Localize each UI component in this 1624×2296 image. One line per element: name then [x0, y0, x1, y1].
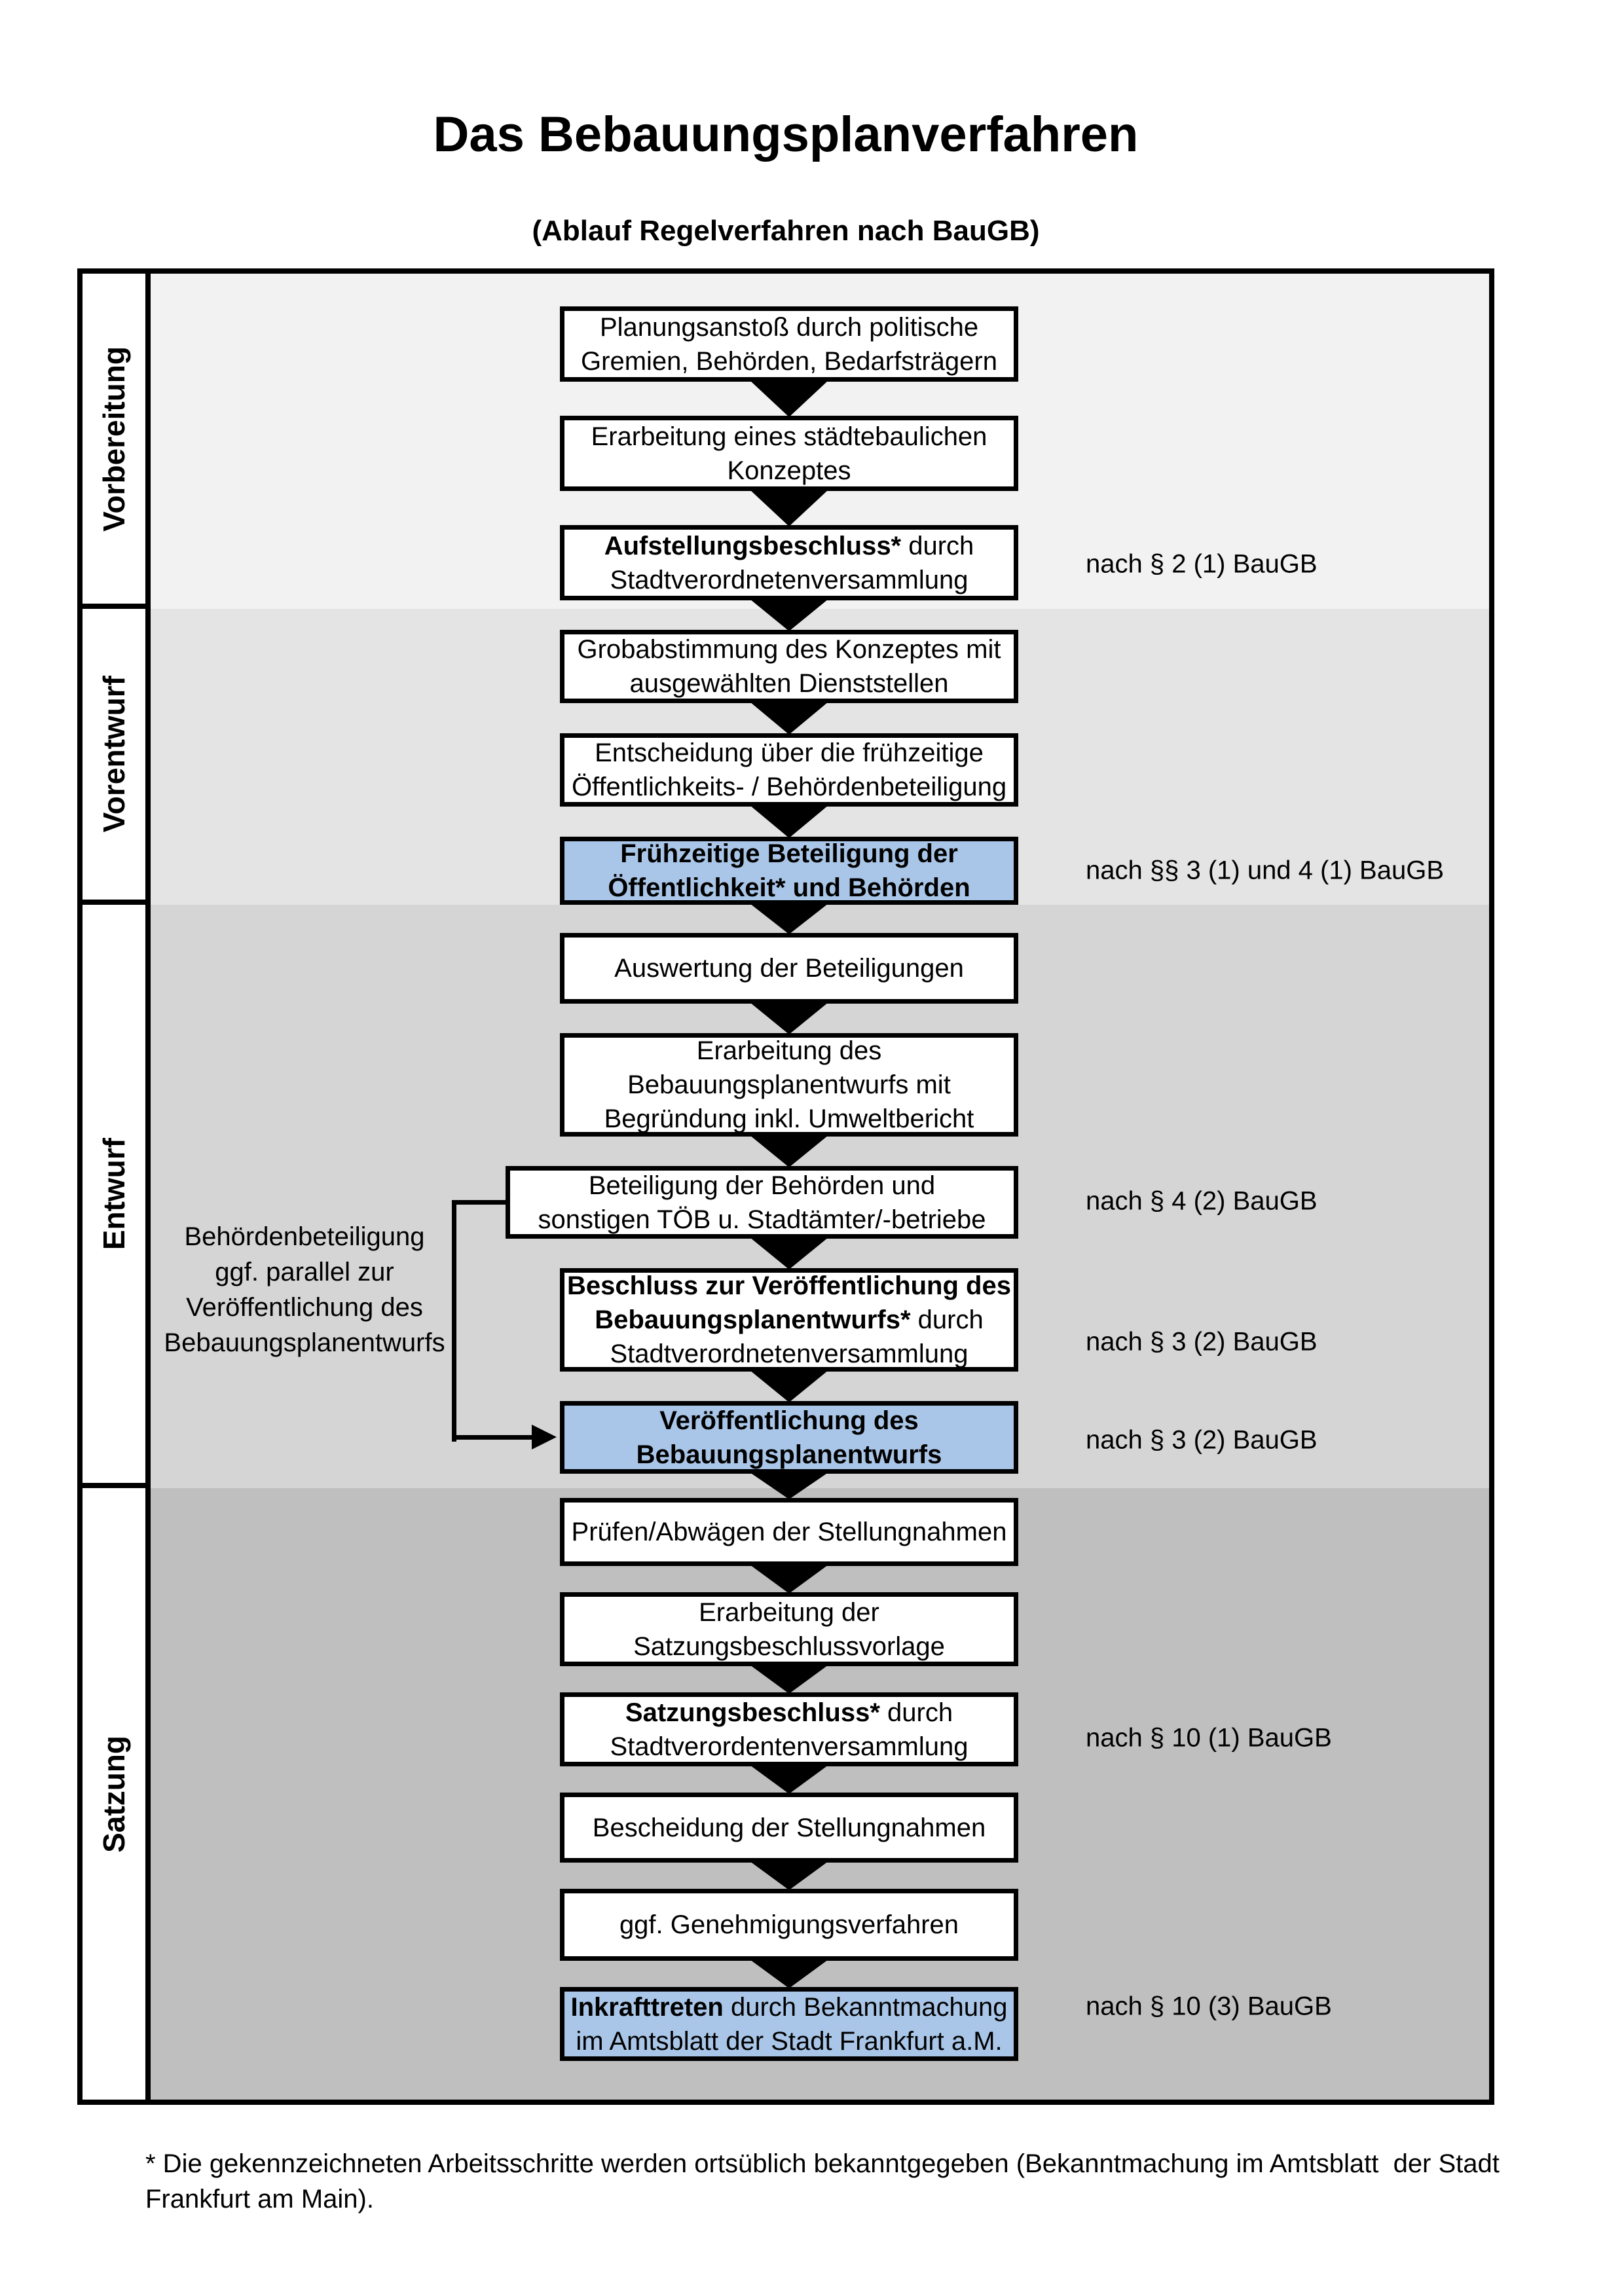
baugb-reference: nach §§ 3 (1) und 4 (1) BauGB	[1086, 856, 1444, 885]
flow-arrow-down-icon	[750, 1002, 828, 1034]
flow-step-text-line: Erarbeitung des	[696, 1036, 882, 1065]
flow-step-text-line: ggf. Genehmigungsverfahren	[619, 1910, 959, 1939]
flow-step-text-line: Stadtverordnetenversammlung	[610, 565, 969, 594]
flow-step-text-line: Veröffentlichung des	[659, 1406, 919, 1435]
baugb-reference: nach § 3 (2) BauGB	[1086, 1425, 1318, 1455]
flow-arrow-down-icon	[750, 1665, 828, 1694]
parallel-connector-top-line	[452, 1200, 507, 1205]
flow-step-15: Bescheidung der Stellungnahmen	[560, 1793, 1018, 1863]
flow-step-4: Grobabstimmung des Konzeptes mit ausgewäh…	[560, 630, 1018, 703]
parallel-procedure-note-line: Bebauungsplanentwurfs	[164, 1328, 445, 1357]
flow-step-text-line: Konzeptes	[727, 456, 851, 485]
flow-arrow-down-icon	[750, 1370, 828, 1402]
flow-arrow-down-icon	[750, 599, 828, 631]
phase-label-text: Satzung	[97, 1735, 131, 1853]
flow-step-text-line: Gremien, Behörden, Bedarfsträgern	[581, 346, 997, 376]
flow-step-text-line: Öffentlichkeit* und Behörden	[608, 873, 970, 902]
phase-label-text: Vorbereitung	[97, 346, 131, 532]
baugb-reference: nach § 10 (1) BauGB	[1086, 1723, 1332, 1753]
flow-arrow-down-icon	[750, 903, 828, 934]
baugb-reference: nach § 2 (1) BauGB	[1086, 549, 1318, 579]
footnote: * Die gekennzeichneten Arbeitsschritte w…	[145, 2149, 1507, 2214]
flow-step-text-line: Beteiligung der Behörden und	[588, 1171, 936, 1200]
flow-step-17: Inkrafttreten durch Bekanntmachung im Amt…	[560, 1987, 1018, 2061]
flow-step-12: Prüfen/Abwägen der Stellungnahmen	[560, 1498, 1018, 1566]
flow-arrow-down-icon	[750, 1565, 828, 1594]
flow-arrow-down-icon	[750, 805, 828, 838]
parallel-procedure-note-line: Veröffentlichung des	[186, 1293, 423, 1322]
flow-step-text-line: Prüfen/Abwägen der Stellungnahmen	[571, 1518, 1007, 1546]
flow-step-16: ggf. Genehmigungsverfahren	[560, 1889, 1018, 1961]
parallel-connector-arrowhead-icon	[532, 1425, 557, 1449]
parallel-procedure-note-line: ggf. parallel zur	[215, 1258, 394, 1286]
flow-step-text-line: Auswertung der Beteiligungen	[614, 954, 964, 983]
flow-step-text-line: Erarbeitung eines städtebaulichen	[591, 422, 987, 451]
flow-step-text-line: Stadtverordnetenversammlung	[610, 1339, 969, 1368]
flow-step-text-line: Bebauungsplanentwurfs	[636, 1440, 942, 1469]
parallel-procedure-note-line: Behördenbeteiligung	[184, 1222, 425, 1251]
flow-step-text-line: Bebauungsplanentwurfs mit	[627, 1070, 951, 1099]
phase-label-text: Entwurf	[97, 1137, 131, 1250]
parallel-connector-vertical-line	[452, 1200, 456, 1442]
phase-label-satzung: Satzung	[83, 1488, 151, 2100]
flow-step-text-line: Planungsanstoß durch politische	[599, 312, 979, 342]
flow-step-9: Beteiligung der Behörden und sonstigen TÖ…	[506, 1166, 1018, 1239]
flow-step-text-line: Satzungsbeschlussvorlage	[633, 1631, 945, 1661]
flow-step-text-line: Inkrafttreten durch Bekanntmachung	[570, 1992, 1008, 2022]
flow-step-text-line: Bebauungsplanentwurfs* durch	[595, 1305, 984, 1334]
flow-step-text-line: Beschluss zur Veröffentlichung des	[567, 1271, 1011, 1300]
baugb-reference: nach § 10 (3) BauGB	[1086, 1992, 1332, 2021]
phase-label-text: Vorentwurf	[97, 676, 131, 833]
flow-arrow-down-icon	[750, 1959, 828, 1988]
flow-step-text-line: sonstigen TÖB u. Stadtämter/-betriebe	[538, 1205, 986, 1234]
diagram-frame	[77, 268, 1494, 2105]
flow-step-text-line: Frühzeitige Beteiligung der	[620, 839, 958, 868]
flow-step-text-line: Bescheidung der Stellungnahmen	[592, 1813, 986, 1842]
flow-arrow-down-icon	[750, 380, 828, 417]
page-title: Das Bebauungsplanverfahren	[433, 107, 1139, 162]
flow-arrow-down-icon	[750, 490, 828, 526]
flow-step-text-line: Satzungsbeschluss* durch	[625, 1698, 953, 1727]
flow-arrow-down-icon	[750, 702, 828, 735]
phase-label-vorbereitung: Vorbereitung	[83, 274, 151, 609]
flow-step-text-line: Erarbeitung der	[699, 1597, 879, 1627]
flow-step-text-line: Öffentlichkeits- / Behördenbeteiligung	[571, 773, 1007, 801]
flow-arrow-down-icon	[750, 1861, 828, 1890]
page-subtitle: (Ablauf Regelverfahren nach BauGB)	[532, 215, 1040, 247]
parallel-connector-bottom-line	[452, 1435, 532, 1440]
flow-step-text-line: im Amtsblatt der Stadt Frankfurt a.M.	[576, 2026, 1003, 2056]
flow-arrow-down-icon	[750, 1472, 828, 1499]
flow-step-text-line: Stadtverordentenversammlung	[610, 1732, 969, 1761]
flow-arrow-down-icon	[750, 1765, 828, 1794]
flow-step-7: Auswertung der Beteiligungen	[560, 933, 1018, 1004]
flow-step-text-line: Grobabstimmung des Konzeptes mit	[577, 635, 1001, 664]
flow-arrow-down-icon	[750, 1237, 828, 1269]
baugb-reference: nach § 4 (2) BauGB	[1086, 1186, 1318, 1216]
flow-step-text-line: Begründung inkl. Umweltbericht	[604, 1104, 974, 1133]
phase-label-vorentwurf: Vorentwurf	[83, 609, 151, 905]
flow-step-text-line: Entscheidung über die frühzeitige	[595, 738, 984, 767]
flow-arrow-down-icon	[750, 1135, 828, 1167]
phase-label-entwurf: Entwurf	[83, 905, 151, 1488]
flow-step-text-line: ausgewählten Dienststellen	[629, 669, 949, 698]
flow-step-text-line: Aufstellungsbeschluss* durch	[604, 531, 974, 560]
baugb-reference: nach § 3 (2) BauGB	[1086, 1327, 1318, 1357]
